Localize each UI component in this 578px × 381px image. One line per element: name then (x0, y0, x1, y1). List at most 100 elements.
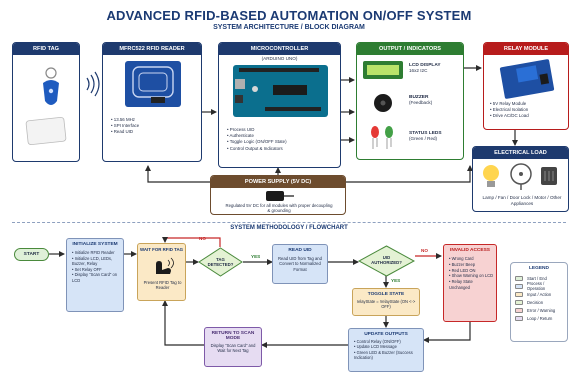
wait-caption: Present RFID Tag to Reader (143, 280, 182, 291)
uid-authorized-decision: UID AUTHORIZED? (358, 245, 415, 277)
electrical-load-caption: Lamp / Fan / Door Lock / Motor / Other A… (482, 195, 562, 206)
bullet: Show Warning on LCD (449, 273, 494, 279)
microcontroller-bullets: Process UID Authenticate Toggle Logic (O… (227, 127, 287, 152)
output-indicators-block: OUTPUT / INDICATORS LCD DISPLAY 16x2 I2C… (356, 42, 464, 160)
rf-wave-1 (86, 77, 90, 91)
electrical-load-title: ELECTRICAL LOAD (473, 147, 568, 159)
toggle-caption: relayState = !relayState (ON <-> OFF) (356, 299, 416, 310)
invalid-bullets: Wrong Card Buzzer Beep Red LED ON Show W… (444, 253, 496, 291)
tag-detected-yes-label: YES (251, 254, 261, 259)
bullet: Display "Scan Card" on LCD (72, 272, 120, 283)
lcd-label: LCD DISPLAY (409, 63, 441, 68)
bullet: Drive AC/DC Load (490, 113, 529, 119)
invalid-title: INVALID ACCESS (450, 248, 490, 253)
initialize-system-box: INITIALIZE SYSTEM Initialize RFID Reader… (66, 238, 124, 312)
initialize-title: INITIALIZE SYSTEM (72, 242, 118, 247)
legend-item: Start / End (515, 274, 563, 282)
buzzer-sublabel: (Feedback) (409, 100, 433, 105)
power-supply-block: POWER SUPPLY (5V DC) Regulated 5V DC for… (210, 175, 346, 215)
tag-detected-no-label: NO (199, 236, 206, 241)
relay-bullets: 5V Relay Module Electrical Isolation Dri… (490, 101, 529, 120)
bullet: Initialize LCD, LEDs, Buzzer, Relay (72, 256, 120, 267)
read-uid-caption: Read UID from Tag and Convert to Normali… (278, 256, 322, 272)
tag-detected-decision: TAG DETECTED? (198, 247, 243, 277)
decision-diamond-shape (358, 245, 415, 277)
bullet: Read UID (111, 129, 139, 135)
toggle-state-box: TOGGLE STATE relayState = !relayState (O… (352, 288, 420, 316)
legend-item: Process / Operation (515, 281, 563, 291)
legend-title: LEGEND (529, 266, 549, 271)
bullet: Buzzer Beep (449, 262, 494, 268)
bullet: Green LED & Buzzer (Success Indication) (354, 350, 421, 361)
bullet: Toggle Logic (ON/OFF State) (227, 139, 287, 145)
power-supply-title: POWER SUPPLY (5V DC) (211, 176, 345, 188)
rfid-reader-title: MFRC522 RFID READER (103, 43, 201, 55)
power-adapter-icon (266, 191, 294, 201)
bullet: 5V Relay Module (490, 101, 529, 107)
arrow-invalid-return (423, 322, 471, 343)
bullet: Wrong Card (449, 256, 494, 262)
fan-icon (510, 163, 532, 190)
legend-label: Error / Warning (527, 307, 556, 313)
authorized-no-label: NO (421, 248, 428, 253)
arrow-detect-no (162, 237, 221, 247)
rf-wave-3 (94, 71, 100, 97)
legend-item: Loop / Return (515, 314, 563, 322)
legend-label: Start / End (527, 275, 547, 281)
update-bullets: Control Relay (ON/OFF) Update LCD Messag… (349, 337, 423, 361)
initialize-bullets: Initialize RFID Reader Initialize LCD, L… (67, 247, 123, 284)
leds-label: STATUS LEDS (409, 131, 442, 136)
section-divider (12, 222, 566, 223)
legend-item: Decision (515, 298, 563, 306)
relay-module-title: RELAY MODULE (484, 43, 568, 55)
wait-for-tag-box: WAIT FOR RFID TAG Present RFID Tag to Re… (137, 243, 186, 301)
bullet: Update LCD Message (354, 344, 421, 349)
arduino-board-icon (233, 65, 328, 117)
read-uid-title: READ UID (288, 248, 312, 253)
legend-swatch (515, 291, 523, 297)
microcontroller-subtitle: (ARDUINO UNO) (261, 56, 298, 61)
rfid-tag-block: RFID TAG (12, 42, 80, 162)
bullet: Process UID (227, 127, 287, 133)
status-leds-icon (371, 126, 393, 149)
output-indicators-title: OUTPUT / INDICATORS (357, 43, 463, 55)
update-outputs-box: UPDATE OUTPUTS Control Relay (ON/OFF) Up… (348, 328, 424, 372)
buzzer-icon (374, 94, 392, 112)
bullet: Control Relay (ON/OFF) (354, 339, 421, 344)
rfid-reader-block: MFRC522 RFID READER 13.56 MHz SPI Interf… (102, 42, 202, 162)
start-terminator: START (14, 248, 49, 261)
bullet: Authenticate (227, 133, 287, 139)
rfid-reader-board-icon (125, 61, 181, 107)
return-caption: Display "Scan Card" and Wait for Next Ta… (210, 343, 256, 354)
page-title: ADVANCED RFID-BASED AUTOMATION ON/OFF SY… (106, 8, 472, 23)
uid-authorized-label: UID AUTHORIZED? (371, 255, 402, 265)
legend-item: Input / Action (515, 290, 563, 298)
lcd-sublabel: 16x2 I2C (409, 68, 428, 73)
authorized-yes-label: YES (391, 278, 401, 283)
rfid-tag-title: RFID TAG (13, 43, 79, 55)
arrow-power-reader (145, 165, 210, 183)
microcontroller-title: MICROCONTROLLER (219, 43, 340, 55)
legend-swatch (515, 299, 523, 305)
bullet: Control Output & Indicators (227, 146, 287, 152)
motor-icon (541, 167, 557, 185)
bullet: 13.56 MHz (111, 117, 139, 123)
update-title: UPDATE OUTPUTS (364, 332, 408, 337)
microcontroller-block: MICROCONTROLLER (ARDUINO UNO) Process UI… (218, 42, 341, 168)
legend-swatch (515, 283, 523, 289)
bullet: Relay State Unchanged (449, 279, 494, 291)
legend-swatch (515, 307, 523, 313)
toggle-title: TOGGLE STATE (367, 292, 405, 297)
rf-wave-2 (90, 74, 95, 94)
bullet: SPI Interface (111, 123, 139, 129)
leds-sublabel: (Green / Red) (409, 136, 438, 141)
power-supply-caption: Regulated 5V DC for all modules with pro… (225, 203, 333, 214)
return-scan-mode-box: RETURN TO SCAN MODE Display "Scan Card" … (204, 327, 262, 367)
relay-board-icon (499, 59, 555, 99)
legend-swatch (515, 275, 523, 281)
legend-label: Input / Action (527, 291, 552, 297)
bullet: Initialize RFID Reader (72, 250, 120, 256)
buzzer-label: BUZZER (409, 95, 429, 100)
